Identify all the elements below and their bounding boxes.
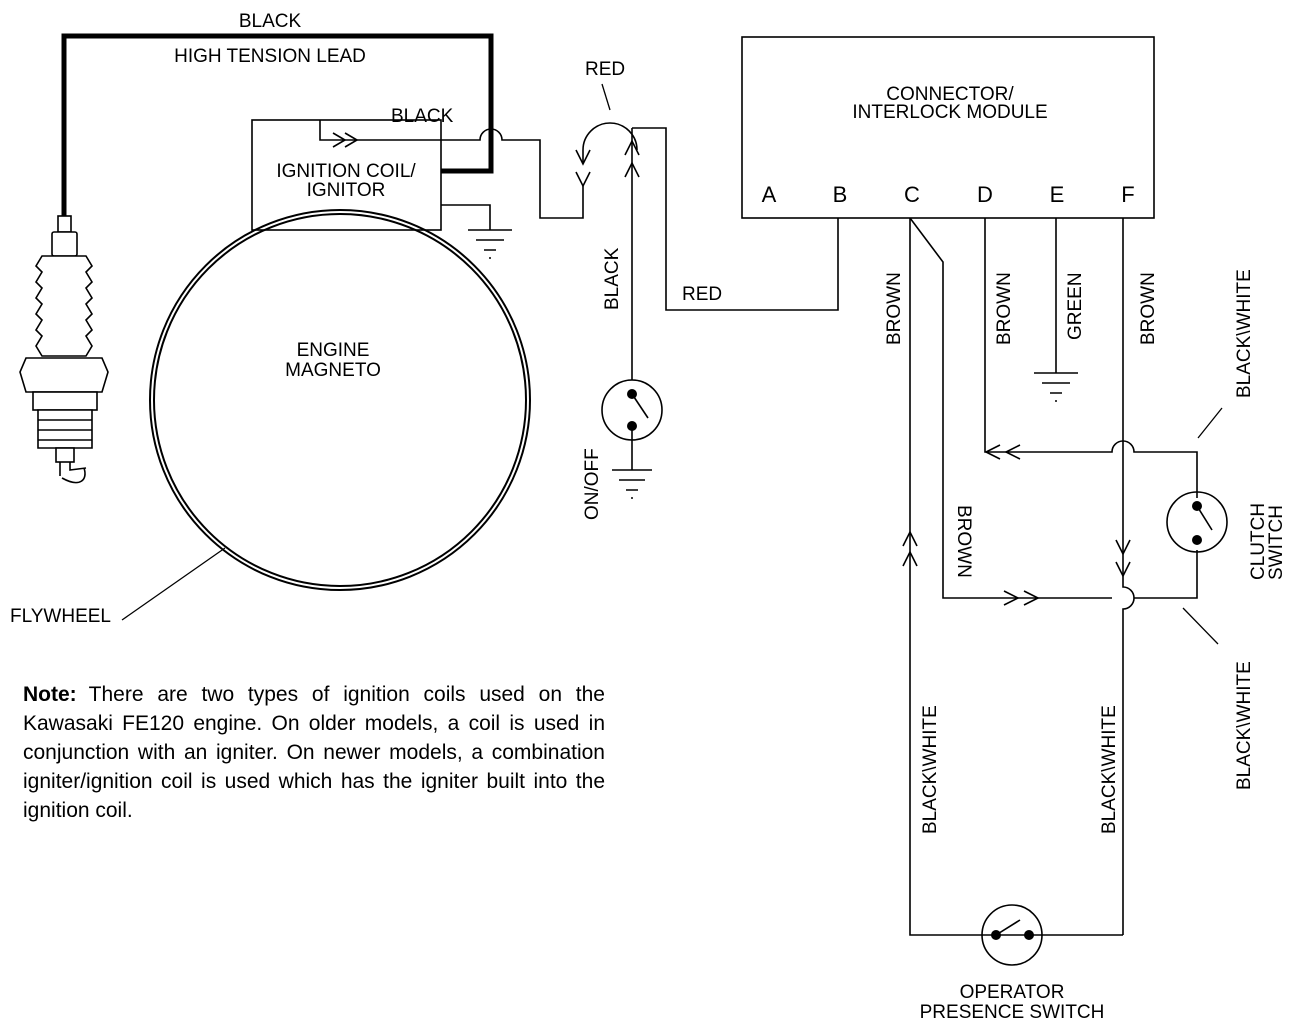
interlock-module-box	[741, 36, 1155, 219]
connector-arrow-up-2	[624, 161, 640, 178]
high-tension-lead	[61, 33, 494, 218]
connector-arrow-left-2	[575, 171, 591, 188]
ignition-coil-box	[251, 119, 442, 231]
bw-left-label: BLACK\WHITE	[920, 705, 941, 834]
clutch-switch-icon	[1166, 491, 1228, 553]
connector-arrow-coil	[332, 132, 359, 148]
terminal-c: C	[904, 182, 920, 207]
coil-black-wire	[319, 120, 584, 219]
operator-label-1: OPERATOR	[960, 982, 1065, 1003]
connector-arrow-d-2	[1004, 444, 1021, 460]
module-label-2: INTERLOCK MODULE	[852, 102, 1047, 123]
engine-label-2: MAGNETO	[285, 360, 381, 381]
clutch-label-2: SWITCH	[1266, 505, 1287, 580]
clutch-label-1: CLUTCH	[1248, 503, 1269, 580]
terminal-f: F	[1121, 182, 1134, 207]
brown-d-label: BROWN	[994, 272, 1015, 345]
bw-clutch-top-label: BLACK\WHITE	[1234, 269, 1255, 398]
module-label-1: CONNECTOR/	[886, 84, 1014, 105]
engine-magneto-inner	[153, 213, 527, 587]
spark-plug-icon	[19, 215, 109, 484]
ignition-coil-label-1: IGNITION COIL/	[276, 161, 416, 182]
f-brown-wire	[1122, 218, 1135, 935]
bw-clutch-bottom-label: BLACK\WHITE	[1234, 661, 1255, 790]
connector-arrow-c-2	[902, 550, 918, 567]
note-label: Note:	[23, 683, 77, 706]
red-connector-loop	[582, 122, 638, 163]
connector-arrow-brown-1	[1003, 590, 1020, 606]
engine-label-1: ENGINE	[297, 340, 370, 361]
green-e-label: GREEN	[1065, 272, 1086, 340]
black-top-label: BLACK	[239, 11, 302, 32]
coil-ground-icon	[441, 204, 512, 259]
connector-arrow-up-1	[624, 139, 640, 156]
connector-arrow-c-1	[902, 530, 918, 547]
black-coil-label: BLACK	[391, 106, 454, 127]
clutch-bottom-wire	[1134, 550, 1198, 599]
high-tension-lead-label: HIGH TENSION LEAD	[174, 46, 366, 67]
brown-mid-label: BROWN	[953, 505, 974, 578]
red-wire	[632, 127, 839, 311]
operator-presence-switch-icon	[981, 904, 1043, 966]
brown-f-label: BROWN	[1138, 272, 1159, 345]
terminal-b: B	[833, 182, 848, 207]
connector-arrow-left-1	[575, 149, 591, 166]
red-lower-label: RED	[682, 284, 722, 305]
brown-c-label: BROWN	[884, 272, 905, 345]
red-label-leader	[601, 83, 611, 111]
connector-arrow-f-2	[1115, 561, 1131, 578]
e-ground-icon	[1034, 218, 1078, 402]
c-brown-branch-wire	[909, 217, 1112, 599]
connector-arrow-d-1	[984, 444, 1001, 460]
flywheel-leader	[121, 547, 226, 621]
terminal-e: E	[1050, 182, 1065, 207]
flywheel-label: FLYWHEEL	[10, 606, 111, 627]
on-off-label: ON/OFF	[582, 448, 603, 520]
red-top-label: RED	[585, 59, 625, 80]
on-off-switch-icon	[601, 379, 663, 499]
bw-right-label: BLACK\WHITE	[1099, 705, 1120, 834]
terminal-a: A	[762, 182, 777, 207]
note-text: There are two types of ignition coils us…	[23, 683, 605, 822]
ignition-coil-label-2: IGNITOR	[307, 180, 386, 201]
terminal-d: D	[977, 182, 993, 207]
c-brown-wire	[909, 218, 1123, 936]
note-paragraph: Note:There are two types of ignition coi…	[23, 680, 605, 825]
bw-clutch-bottom-leader	[1182, 607, 1219, 645]
black-vertical-label: BLACK	[602, 247, 623, 310]
d-brown-wire	[984, 218, 1198, 498]
connector-arrow-brown-2	[1023, 590, 1040, 606]
flywheel-outer	[149, 209, 531, 591]
bw-clutch-top-leader	[1197, 407, 1223, 439]
operator-label-2: PRESENCE SWITCH	[920, 1002, 1105, 1023]
connector-arrow-f-1	[1115, 539, 1131, 556]
